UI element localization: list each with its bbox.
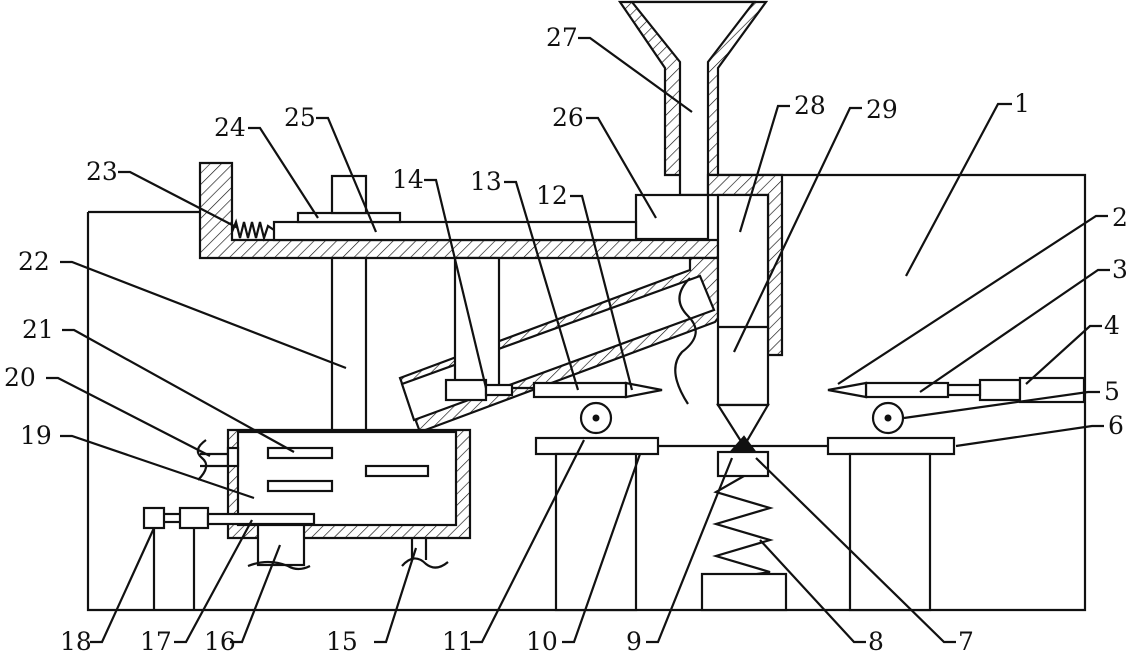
cylinder-left-b <box>180 508 208 528</box>
label-17: 17 <box>140 627 172 656</box>
label-26: 26 <box>552 103 584 132</box>
label-7: 7 <box>958 627 974 656</box>
support-post <box>455 258 499 386</box>
cylinder-left-a <box>144 508 164 528</box>
label-3: 3 <box>1112 255 1128 284</box>
label-6: 6 <box>1108 411 1124 440</box>
label-14: 14 <box>392 165 424 194</box>
label-27: 27 <box>546 23 578 52</box>
label-1: 1 <box>1014 89 1030 118</box>
label-21: 21 <box>22 315 54 344</box>
label-2: 2 <box>1112 203 1128 232</box>
spring-base <box>702 574 786 610</box>
push-rod-17 <box>208 514 314 524</box>
rack-6 <box>828 438 954 454</box>
label-28: 28 <box>794 91 826 120</box>
label-4: 4 <box>1104 311 1120 340</box>
vertical-column <box>718 195 768 405</box>
label-22: 22 <box>18 247 50 276</box>
feed-funnel <box>620 2 766 195</box>
label-29: 29 <box>866 95 898 124</box>
outlet-pipe <box>258 525 304 565</box>
label-11: 11 <box>442 627 474 656</box>
label-20: 20 <box>4 363 36 392</box>
label-8: 8 <box>868 627 884 656</box>
spring-8 <box>716 476 770 576</box>
label-10: 10 <box>526 627 558 656</box>
rack-3 <box>866 383 948 397</box>
spring-23 <box>232 222 274 238</box>
support-right <box>850 454 930 610</box>
label-19: 19 <box>20 421 52 450</box>
slide-plate <box>274 222 636 240</box>
top-cover <box>298 213 400 222</box>
label-25: 25 <box>284 103 316 132</box>
label-13: 13 <box>470 167 502 196</box>
tip-7 <box>730 436 756 452</box>
label-9: 9 <box>626 627 642 656</box>
label-16: 16 <box>204 627 236 656</box>
rack-10 <box>536 438 658 454</box>
label-23: 23 <box>86 157 118 186</box>
blade-2 <box>828 383 866 397</box>
label-5: 5 <box>1104 377 1120 406</box>
support-left <box>556 454 636 610</box>
cylinder-4 <box>980 380 1020 400</box>
label-24: 24 <box>214 113 246 142</box>
rack-13 <box>534 383 626 397</box>
label-12: 12 <box>536 181 568 210</box>
cylinder-14 <box>446 380 486 400</box>
label-18: 18 <box>60 627 92 656</box>
label-15: 15 <box>326 627 358 656</box>
